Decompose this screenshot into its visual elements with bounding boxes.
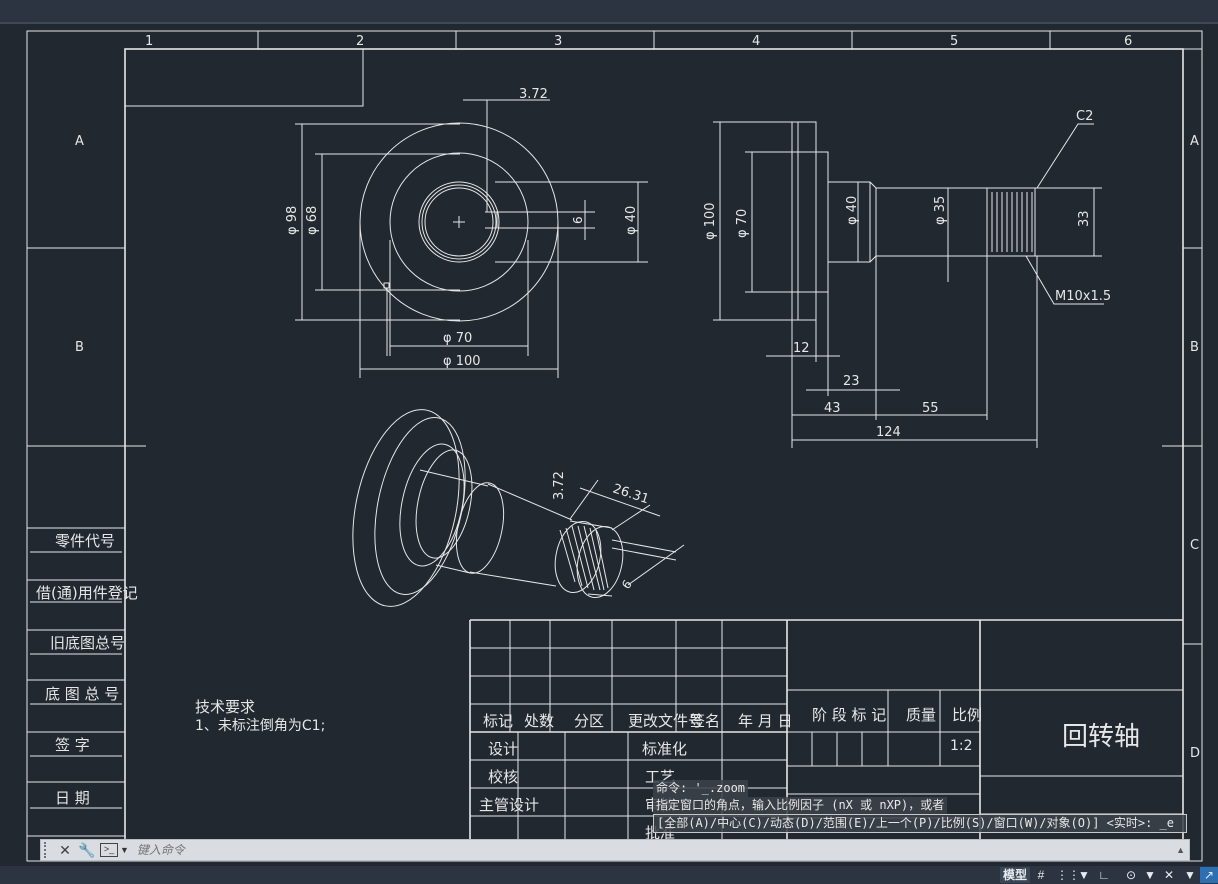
dim-iso-2631: 26.31 bbox=[611, 482, 651, 508]
dim-end-phi40: φ 40 bbox=[624, 206, 639, 235]
snap-icon[interactable]: ⋮⋮ bbox=[1056, 868, 1080, 882]
annotation-icon[interactable]: ↗ bbox=[1200, 867, 1218, 883]
command-line: ✕ 🔧 >_ ▼ ▲ bbox=[40, 839, 1190, 861]
dim-chamfer-c2: C2 bbox=[1076, 109, 1093, 124]
dim-side-43: 43 bbox=[824, 401, 841, 416]
dim-thread: M10x1.5 bbox=[1055, 289, 1111, 304]
chevron-down-icon[interactable]: ▼ bbox=[1078, 868, 1090, 882]
zone-row-b-left: B bbox=[75, 340, 84, 355]
tb-header-date: 年 月 日 bbox=[738, 712, 793, 730]
history-line-2: 指定窗口的角点，输入比例因子 (nX 或 nXP)，或者 bbox=[653, 797, 948, 814]
dim-iso-372: 3.72 bbox=[552, 471, 567, 500]
dim-side-55: 55 bbox=[922, 401, 939, 416]
command-history: 命令: '_.zoom 指定窗口的角点，输入比例因子 (nX 或 nXP)，或者… bbox=[653, 780, 1187, 833]
dim-side-23: 23 bbox=[843, 374, 860, 389]
zone-col-6: 6 bbox=[1124, 34, 1132, 49]
tb-stage-label: 阶 段 标 记 bbox=[812, 706, 886, 724]
zone-row-d-right: D bbox=[1190, 746, 1200, 761]
tb-row-design: 设计 bbox=[488, 740, 518, 758]
side-label-part-code: 零件代号 bbox=[55, 532, 115, 550]
dim-side-phi100: φ 100 bbox=[703, 202, 718, 240]
zone-col-5: 5 bbox=[950, 34, 958, 49]
dim-keyway-depth: 6 bbox=[571, 216, 585, 224]
tb-row-chief: 主管设计 bbox=[479, 796, 539, 814]
dim-side-phi70: φ 70 bbox=[735, 209, 750, 238]
status-bar: 模型 # ⋮⋮ ▼ ∟ ⊙ ▼ ✕ ▼ ↗ bbox=[0, 866, 1218, 884]
dim-end-phi68: φ 68 bbox=[305, 206, 320, 235]
dim-side-phi40: φ 40 bbox=[845, 196, 860, 225]
polar-icon[interactable]: ⊙ bbox=[1125, 868, 1137, 882]
tb-header-docno: 更改文件号 bbox=[628, 712, 703, 730]
notes-heading: 技术要求 bbox=[195, 698, 255, 716]
tb-header-mark: 标记 bbox=[483, 712, 513, 730]
command-line-grip[interactable] bbox=[44, 842, 52, 858]
zone-row-a-left: A bbox=[75, 134, 84, 149]
end-view: 3.72 6 φ 40 φ 98 φ 68 φ 70 φ 100 bbox=[285, 87, 648, 378]
tb-row-check: 校核 bbox=[488, 768, 518, 786]
zone-col-2: 2 bbox=[356, 34, 364, 49]
tb-scale-value: 1:2 bbox=[950, 738, 973, 754]
dim-iso-6: 6 bbox=[619, 577, 635, 591]
tb-scale-label: 比例 bbox=[952, 706, 982, 724]
close-icon[interactable]: ✕ bbox=[59, 841, 71, 858]
tb-header-sign: 签名 bbox=[690, 712, 720, 730]
chevron-down-icon[interactable]: ▼ bbox=[120, 845, 129, 855]
side-view: φ 100 φ 70 φ 40 φ 35 33 C2 M10x1.5 12 23… bbox=[703, 109, 1111, 448]
tb-header-count: 处数 bbox=[524, 712, 554, 730]
dim-side-phi35: φ 35 bbox=[933, 196, 948, 225]
ortho-icon[interactable]: ∟ bbox=[1098, 868, 1110, 882]
dim-side-12: 12 bbox=[793, 341, 810, 356]
model-space-button[interactable]: 模型 bbox=[1000, 867, 1030, 883]
zone-col-1: 1 bbox=[145, 34, 153, 49]
zone-col-4: 4 bbox=[752, 34, 760, 49]
dim-keyway-width: 3.72 bbox=[519, 87, 548, 102]
outer-frame bbox=[26, 30, 1203, 862]
osnap-icon[interactable]: ✕ bbox=[1163, 868, 1175, 882]
zone-row-c-right: C bbox=[1190, 538, 1199, 553]
grid-icon[interactable]: # bbox=[1037, 868, 1045, 882]
tb-row-standard: 标准化 bbox=[642, 740, 687, 758]
dim-end-phi100: φ 100 bbox=[443, 354, 481, 369]
notes-line-1: 1、未标注倒角为C1; bbox=[195, 718, 325, 734]
chevron-up-icon[interactable]: ▲ bbox=[1176, 845, 1185, 855]
command-input[interactable] bbox=[134, 842, 1039, 858]
side-label-old-drawing-no: 旧底图总号 bbox=[50, 634, 125, 652]
tb-header-zone: 分区 bbox=[574, 712, 604, 730]
command-prompt-icon[interactable]: >_ bbox=[100, 843, 118, 857]
zone-row-a-right: A bbox=[1190, 134, 1199, 149]
wrench-icon[interactable]: 🔧 bbox=[78, 841, 96, 858]
dim-end-phi70: φ 70 bbox=[443, 331, 472, 346]
tb-part-name: 回转轴 bbox=[1062, 722, 1140, 752]
zone-row-b-right: B bbox=[1190, 340, 1199, 355]
zone-col-3: 3 bbox=[554, 34, 562, 49]
dim-side-33: 33 bbox=[1077, 210, 1092, 227]
history-line-1: 命令: '_.zoom bbox=[653, 780, 749, 797]
tb-mass-label: 质量 bbox=[906, 706, 936, 724]
dim-side-124: 124 bbox=[876, 425, 901, 440]
history-line-3: [全部(A)/中心(C)/动态(D)/范围(E)/上一个(P)/比例(S)/窗口… bbox=[653, 814, 1187, 833]
isometric-view: 3.72 26.31 6 bbox=[352, 409, 685, 607]
side-label-date: 日 期 bbox=[55, 789, 90, 807]
ribbon-edge bbox=[0, 0, 1218, 24]
side-label-base-drawing-no: 底 图 总 号 bbox=[45, 685, 119, 703]
dim-end-phi98: φ 98 bbox=[285, 206, 300, 235]
title-block: 标记 处数 分区 更改文件号 签名 年 月 日 设计 校核 主管设计 标准化 工… bbox=[469, 619, 1183, 844]
chevron-down-icon[interactable]: ▼ bbox=[1144, 868, 1156, 882]
side-label-borrow-register: 借(通)用件登记 bbox=[36, 584, 138, 602]
chevron-down-icon[interactable]: ▼ bbox=[1184, 868, 1196, 882]
side-label-signature: 签 字 bbox=[55, 736, 90, 754]
